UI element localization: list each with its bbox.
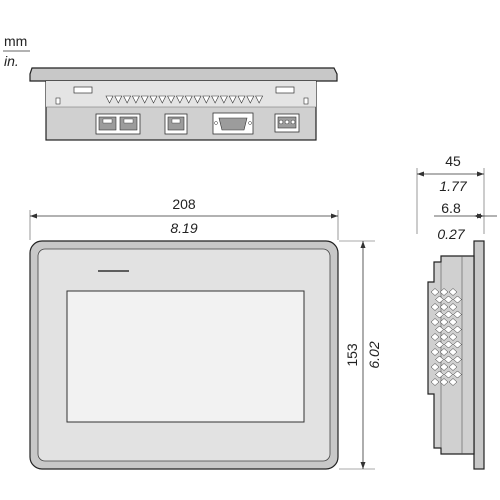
vent-slot [453,355,462,364]
front-height-in: 6.02 [366,341,382,368]
vent-slot [435,325,444,334]
vent-triangle [193,95,202,104]
vent-slot [430,288,440,296]
vent-slot [430,363,440,371]
vent-slot [439,378,449,386]
front-width-mm: 208 [172,196,196,212]
vent-triangle [255,95,264,104]
side-bezel [473,240,485,470]
front-width-in: 8.19 [170,220,197,236]
vent-slot [430,333,440,341]
side-vent-grille [430,288,462,386]
display-screen [66,290,305,423]
vent-slot [435,355,444,364]
vent-slot [448,303,458,311]
vent-triangle [158,95,167,104]
serial-db9-port [212,112,254,135]
vent-slot [430,378,440,386]
vent-triangle [219,95,228,104]
vent-triangle [123,95,132,104]
vent-slot [439,363,449,371]
vent-slot [453,370,462,379]
unit-secondary: in. [4,53,19,69]
side-depth-mm: 45 [445,153,461,169]
side-depth-in: 1.77 [439,178,467,194]
vent-triangle [184,95,193,104]
side-view: 45 1.77 6.8 0.27 [416,153,497,470]
vent-slot [453,295,462,304]
vent-slot [435,295,444,304]
vent-slot [435,370,444,379]
vent-slot [435,340,444,349]
vent-slot [448,348,458,356]
vent-triangle [228,95,237,104]
vent-triangle [131,95,140,104]
vent-slot [435,310,444,319]
vent-triangle [175,95,184,104]
ethernet-port-single [164,113,188,135]
ethernet-port-pair [95,113,141,135]
side-bezel-in: 0.27 [437,226,465,242]
vent-triangle [211,95,220,104]
vent-triangle [140,95,149,104]
unit-primary: mm [4,33,27,49]
vent-slot [448,378,458,386]
vent-slot [444,325,453,334]
vent-slot [444,340,453,349]
vent-slot [448,363,458,371]
vent-slot [444,310,453,319]
top-vent-triangles [105,95,264,104]
vent-triangle [149,95,158,104]
top-view-bezel [29,67,338,82]
vent-slot [444,355,453,364]
vent-slot [439,303,449,311]
vent-slot [453,310,462,319]
vent-slot [444,370,453,379]
vent-triangle [237,95,246,104]
front-height-mm: 153 [344,343,360,367]
vent-slot [430,348,440,356]
vent-slot [453,325,462,334]
vent-slot [439,348,449,356]
vent-triangle [202,95,211,104]
vent-slot [430,303,440,311]
vent-triangle [167,95,176,104]
vent-slot [439,333,449,341]
vent-triangle [105,95,114,104]
vent-slot [448,333,458,341]
vent-triangle [114,95,123,104]
power-terminal [274,113,300,133]
top-view [29,67,338,141]
vent-slot [439,288,449,296]
units-legend: mm in. [3,33,30,69]
side-bezel-mm: 6.8 [441,200,461,216]
vent-slot [439,318,449,326]
vent-slot [430,318,440,326]
vent-slot [448,318,458,326]
front-view: 208 8.19 153 6.02 [29,196,382,470]
vent-triangle [246,95,255,104]
vent-slot [448,288,458,296]
vent-slot [444,295,453,304]
vent-slot [453,340,462,349]
